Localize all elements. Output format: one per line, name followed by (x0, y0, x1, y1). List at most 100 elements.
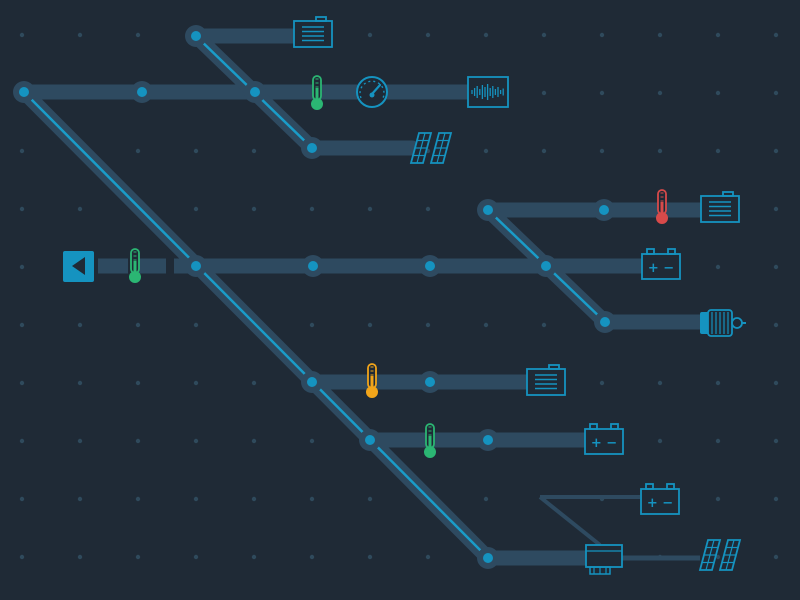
wire (538, 495, 602, 547)
thermo-bulb (366, 386, 378, 398)
node-core (365, 435, 375, 445)
gauge-icon[interactable] (356, 76, 388, 108)
thermometer-icon[interactable] (366, 363, 378, 398)
battery-box-icon[interactable]: + − (584, 423, 624, 455)
grid-dot (599, 380, 605, 386)
gauge-hub (369, 92, 375, 98)
grid-dot (135, 148, 141, 154)
battery-body (640, 488, 680, 515)
junction-node[interactable] (419, 371, 441, 393)
grid-dot (657, 148, 663, 154)
battery-box-icon[interactable]: + − (641, 248, 681, 280)
node-core (483, 435, 493, 445)
thermo-fluid (660, 202, 664, 214)
solar-panel-icon[interactable] (698, 539, 742, 571)
thermo-fluid (315, 88, 319, 100)
grid-dot (19, 322, 25, 328)
storage-tank-icon[interactable] (700, 191, 740, 223)
junction-node[interactable] (593, 199, 615, 221)
node-core (600, 317, 610, 327)
grid-dot (715, 32, 721, 38)
node-core (541, 261, 551, 271)
junction-node[interactable] (359, 429, 381, 451)
node-core (307, 143, 317, 153)
input-arrow (72, 257, 85, 275)
grid-dot (715, 90, 721, 96)
motor-icon[interactable] (700, 309, 746, 337)
junction-node[interactable] (477, 547, 499, 569)
grid-dot (251, 206, 257, 212)
grid-dot (19, 264, 25, 270)
node-core (425, 377, 435, 387)
junction-node[interactable] (185, 25, 207, 47)
grid-dot (541, 148, 547, 154)
junction-node[interactable] (302, 255, 324, 277)
grid-dot (19, 438, 25, 444)
grid-dot (193, 496, 199, 502)
junction-node[interactable] (185, 255, 207, 277)
grid-dot (367, 32, 373, 38)
grid-dot (19, 380, 25, 386)
panel-line (705, 539, 715, 571)
junction-node[interactable] (477, 199, 499, 221)
junction-node[interactable] (419, 255, 441, 277)
thermometer-icon[interactable] (311, 75, 323, 110)
grid-dot (251, 438, 257, 444)
storage-tank-icon[interactable] (526, 364, 566, 396)
junction-node[interactable] (594, 311, 616, 333)
grid-dot (367, 496, 373, 502)
tank-cap (722, 191, 734, 197)
grid-dot (657, 438, 663, 444)
junction-node[interactable] (535, 255, 557, 277)
thermometer-icon[interactable] (424, 423, 436, 458)
junction-node[interactable] (13, 81, 35, 103)
grid-dot (657, 32, 663, 38)
inverter-icon[interactable] (585, 544, 623, 575)
junction-node[interactable] (131, 81, 153, 103)
grid-dot (367, 554, 373, 560)
grid-dot (77, 496, 83, 502)
storage-tank-icon[interactable] (293, 16, 333, 48)
junction-node[interactable] (301, 137, 323, 159)
thermo-bulb (424, 446, 436, 458)
grid-dot (193, 322, 199, 328)
grid-dot (773, 322, 779, 328)
grid-dot (367, 322, 373, 328)
grid-dot (309, 554, 315, 560)
junction-node[interactable] (244, 81, 266, 103)
battery-body (584, 428, 624, 455)
node-core (483, 205, 493, 215)
battery-label: + − (591, 436, 617, 451)
gauge-scale (359, 80, 385, 99)
grid-dot (773, 438, 779, 444)
grid-dot (483, 148, 489, 154)
junction-node[interactable] (301, 371, 323, 393)
grid-dot (425, 206, 431, 212)
solar-panel-icon[interactable] (409, 132, 453, 164)
battery-terminal (666, 483, 675, 490)
grid-dot (135, 32, 141, 38)
tank-body (293, 20, 333, 48)
grid-dot (715, 148, 721, 154)
grid-dot (599, 148, 605, 154)
battery-label: + − (647, 496, 673, 511)
tank-cap (315, 16, 327, 22)
thermometer-icon[interactable] (129, 248, 141, 283)
grid-dot (193, 554, 199, 560)
grid-dot (193, 148, 199, 154)
grid-dot (773, 148, 779, 154)
thermometer-icon[interactable] (656, 189, 668, 224)
grid-dots (19, 32, 779, 560)
battery-label: + − (648, 261, 674, 276)
node-core (191, 31, 201, 41)
grid-dot (599, 90, 605, 96)
junction-node[interactable] (477, 429, 499, 451)
battery-box-icon[interactable]: + − (640, 483, 680, 515)
grid-dot (19, 496, 25, 502)
grid-dot (309, 206, 315, 212)
play-left-icon[interactable] (63, 251, 94, 282)
grid-dot (77, 438, 83, 444)
waveform-monitor-icon[interactable] (467, 76, 509, 108)
node-core (19, 87, 29, 97)
grid-dot (715, 496, 721, 502)
